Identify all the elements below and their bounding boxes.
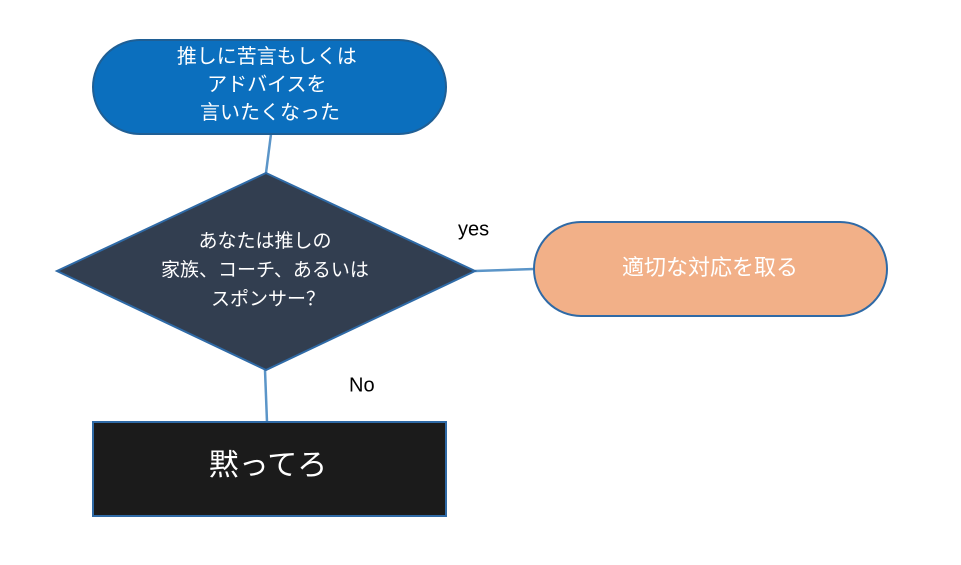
action-node: 適切な対応を取る	[533, 221, 888, 317]
start-node-line-1: 推しに苦言もしくは	[177, 44, 357, 68]
end-node-shape	[92, 421, 447, 517]
end-node: 黙ってろ	[92, 421, 447, 517]
edge-label-no: No	[349, 374, 375, 396]
action-node-text: 適切な対応を取る	[622, 256, 798, 281]
start-node-shape	[92, 39, 447, 135]
action-node-line-1: 適切な対応を取る	[622, 256, 798, 281]
decision-node-line-2: 家族、コーチ、あるいは	[161, 259, 369, 281]
decision-node-shape	[54, 171, 478, 372]
edge-label-yes: yes	[458, 218, 489, 240]
connectors	[263, 133, 535, 423]
decision-node-line-1: あなたは推しの	[198, 230, 331, 252]
end-node-text: 黙ってろ	[209, 448, 328, 483]
decision-node-line-3: スポンサー？	[211, 288, 325, 310]
start-node-line-3: 言いたくなった	[200, 100, 340, 124]
connector-start-to-decision	[264, 133, 273, 174]
connector-decision-to-action	[474, 267, 535, 273]
start-node-text: 推しに苦言もしくは アドバイスを 言いたくなった	[177, 44, 363, 124]
decision-node-text: あなたは推しの 家族、コーチ、あるいは スポンサー？	[161, 230, 375, 310]
action-node-shape	[533, 221, 888, 317]
connector-decision-to-end	[263, 369, 269, 423]
start-node-line-2: アドバイスを	[207, 72, 326, 96]
start-node: 推しに苦言もしくは アドバイスを 言いたくなった	[92, 39, 447, 135]
decision-node: あなたは推しの 家族、コーチ、あるいは スポンサー？	[54, 171, 478, 372]
end-node-line-1: 黙ってろ	[209, 448, 328, 483]
